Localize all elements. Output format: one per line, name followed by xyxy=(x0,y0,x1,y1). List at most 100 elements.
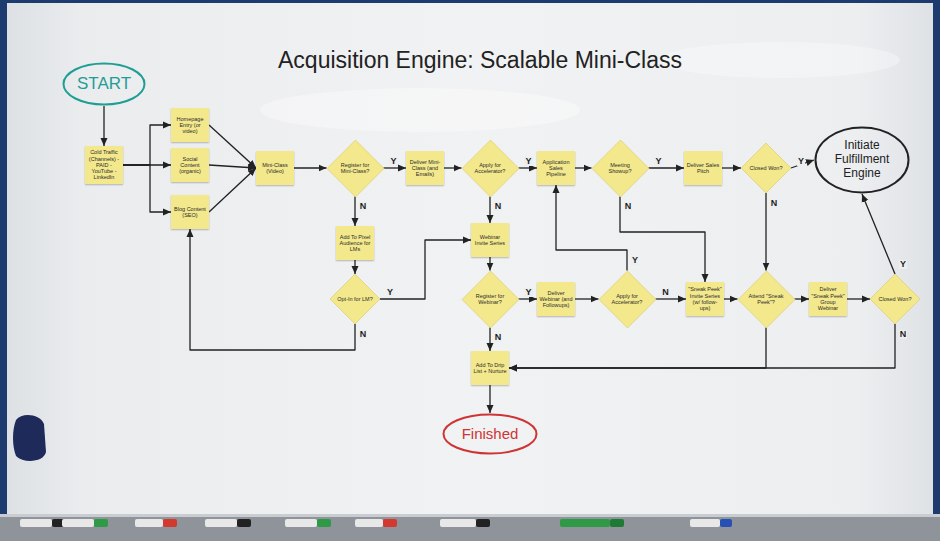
node-text: START xyxy=(74,74,134,94)
branch-label: Y xyxy=(524,157,532,166)
marker-cap xyxy=(610,519,624,527)
connector-arrow xyxy=(656,298,687,299)
board-title: Acquisition Engine: Scalable Mini-Class xyxy=(278,47,682,74)
edge-label-slot: N xyxy=(494,333,503,342)
connector-arrow xyxy=(209,168,256,212)
connector-arrow xyxy=(384,167,407,168)
end-engine-circle: Initiate Fulfillment Engine xyxy=(814,126,910,194)
connector-arrow xyxy=(103,106,104,146)
edge-label-slot: Y xyxy=(389,157,397,166)
node-text: Initiate Fulfillment Engine xyxy=(828,139,897,180)
node-text: Social Content (organic) xyxy=(173,156,207,175)
connector-arrow xyxy=(649,167,685,168)
connector-arrow xyxy=(209,165,256,168)
diamond-note xyxy=(592,140,649,197)
finish-terminal: Finished xyxy=(442,413,538,455)
diamond-note xyxy=(741,143,791,193)
decision-diamond: Closed Won? xyxy=(870,274,920,324)
connector-arrow xyxy=(765,193,766,271)
node-text: Add To Drip List + Nurture xyxy=(473,362,507,375)
markers xyxy=(20,519,732,527)
glare xyxy=(660,42,900,78)
edge-label-slot: N xyxy=(359,202,368,211)
eraser xyxy=(13,415,46,461)
diamond-note xyxy=(870,274,920,324)
marker xyxy=(62,519,94,527)
node-text: "Sneak Peek" Invite Series (w/ follow-up… xyxy=(688,286,722,311)
marker xyxy=(285,519,317,527)
connector-arrow xyxy=(509,328,766,369)
node-text: Deliver Mini-Class (and Emails) xyxy=(408,159,442,178)
branch-label: N xyxy=(359,330,368,339)
process-note: Webinar Invite Series xyxy=(471,223,509,257)
decision-diamond: Meeting Showup? xyxy=(592,140,649,197)
branch-label: N xyxy=(899,330,908,339)
diamond-note xyxy=(327,140,384,197)
marker xyxy=(560,519,610,527)
node-text: Deliver Webinar (and Followups) xyxy=(539,290,573,309)
connector-arrow xyxy=(123,165,171,212)
branch-label: Y xyxy=(389,157,397,166)
diamond-note xyxy=(738,271,795,328)
marker-cap xyxy=(383,519,397,527)
marker xyxy=(440,519,476,527)
diamond-note xyxy=(599,271,656,328)
connector-arrow xyxy=(575,298,599,299)
branch-label: N xyxy=(494,202,503,211)
process-note: Deliver Webinar (and Followups) xyxy=(537,282,575,316)
connector-arrow xyxy=(489,257,490,271)
marker xyxy=(205,519,237,527)
connector-arrow xyxy=(620,197,705,283)
edge-label-slot: Y xyxy=(631,256,639,265)
edge-label-slot: N xyxy=(899,330,908,339)
process-note: Deliver Sales Pitch xyxy=(684,151,722,185)
connector-arrow xyxy=(354,197,355,227)
tray-lip xyxy=(0,514,940,517)
process-note: Deliver Mini-Class (and Emails) xyxy=(406,151,444,185)
whiteboard-surface xyxy=(7,3,933,517)
diamond-note xyxy=(330,274,380,324)
edge-label-slot: Y xyxy=(524,288,532,297)
node-text: Blog Content (SEO) xyxy=(173,206,207,219)
decision-text: Apply for Accelerator? xyxy=(609,293,645,306)
process-note: Social Content (organic) xyxy=(171,148,209,182)
branch-label: N xyxy=(359,202,368,211)
ellipse-stroke xyxy=(444,415,537,454)
node-text: Deliver "Sneak Peek" Group Webinar xyxy=(811,286,845,311)
connector-arrow xyxy=(556,185,627,271)
branch-label: Y xyxy=(899,260,907,269)
decision-diamond: Apply for Accelerator? xyxy=(462,140,519,197)
edge-label-slot: N xyxy=(624,202,633,211)
marker xyxy=(20,519,52,527)
diamond-note xyxy=(462,271,519,328)
connector-arrow xyxy=(444,167,462,168)
process-note: Homepage Entry (or video) xyxy=(171,108,209,142)
node-text: Finished xyxy=(456,425,525,442)
ellipse-stroke xyxy=(64,64,145,105)
title-slot: Acquisition Engine: Scalable Mini-Class xyxy=(278,47,682,74)
marker-cap xyxy=(237,519,251,527)
edge-label-slot: Y xyxy=(899,260,907,269)
decision-text: Closed Won? xyxy=(748,165,784,171)
edge-label-slot: N xyxy=(661,288,670,297)
branch-label: Y xyxy=(797,157,805,166)
edge-label-slot: Y xyxy=(386,288,394,297)
decision-diamond: Closed Won? xyxy=(741,143,791,193)
branch-label: N xyxy=(494,333,503,342)
branch-label: Y xyxy=(524,288,532,297)
ellipse-stroke xyxy=(816,128,909,193)
process-note: Mini-Class (Video) xyxy=(256,151,294,185)
marker-cap xyxy=(720,519,732,527)
decision-diamond: Attend "Sneak Peek"? xyxy=(738,271,795,328)
node-text: Cold Traffic (Channels) - PAID - YouTube… xyxy=(87,149,121,181)
start-terminal: START xyxy=(62,62,146,106)
decision-text: Register for Webinar? xyxy=(472,293,508,306)
edge-label-slot: N xyxy=(494,202,503,211)
marker xyxy=(135,519,163,527)
connector-arrow xyxy=(519,167,538,168)
decision-text: Apply for Accelerator? xyxy=(472,162,508,175)
connector-arrow xyxy=(123,125,171,165)
decision-text: Attend "Sneak Peek"? xyxy=(748,293,784,306)
decision-diamond: Apply for Accelerator? xyxy=(599,271,656,328)
